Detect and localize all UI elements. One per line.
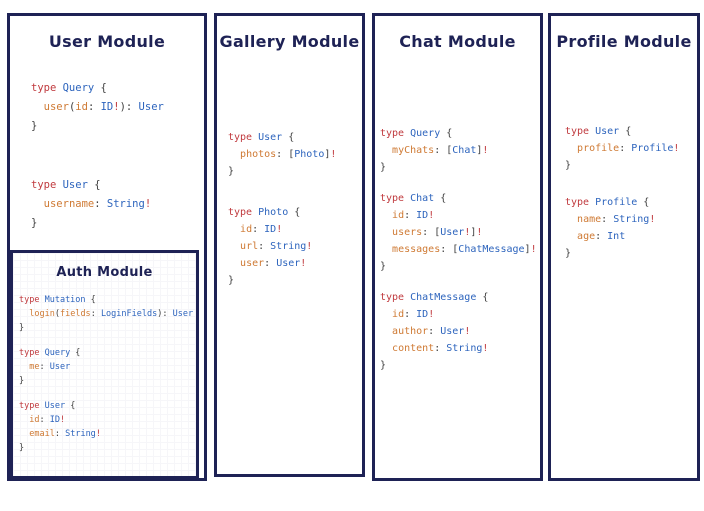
code-line: } [380,162,387,173]
code-snippet: type Mutation { login(fields: LoginField… [19,293,196,335]
code-line: age: Int [577,231,626,242]
code-line: users: [User!]! [392,227,483,238]
code-line: id: ID! [392,309,435,320]
module-title: Gallery Module [219,32,360,51]
code-line: type Query { [380,128,453,139]
code-line: type Query { [31,82,107,94]
code-line: profile: Profile! [577,143,680,154]
code-line: type Mutation { [19,295,96,305]
code-line: } [565,160,572,171]
code-line: myChats: [Chat]! [392,145,489,156]
code-snippet: type Profile { name: String! age: Int} [565,194,697,262]
code-line: } [19,323,25,333]
code-line: type User { [19,401,76,411]
code-line: id: ID! [392,210,435,221]
code-line: login(fields: LoginFields): User [29,309,194,319]
code-line: } [31,217,38,229]
code-line: email: String! [29,429,101,439]
code-snippet: type ChatMessage { id: ID! author: User!… [380,289,540,374]
module-title: Auth Module [56,265,153,280]
code-line: id: ID! [29,415,66,425]
code-line: author: User! [392,326,471,337]
code-snippet: type User { username: String!} [31,176,204,233]
code-block-auth: type Mutation { login(fields: LoginField… [13,293,196,455]
code-snippet: type Query { user(id: ID!): User} [31,79,204,136]
module-card-profile: Profile Module type User { profile: Prof… [548,13,700,481]
code-line: } [380,360,387,371]
code-line: photos: [Photo]! [240,149,337,160]
code-line: username: String! [43,198,152,210]
code-snippet: type Query { me: User} [19,346,196,388]
module-card-chat: Chat Module type Query { myChats: [Chat]… [372,13,543,481]
code-block-profile: type User { profile: Profile!}type Profi… [551,123,697,262]
code-snippet: type Photo { id: ID! url: String! user: … [228,204,362,289]
code-line: id: ID! [240,224,283,235]
module-title: User Module [48,32,166,51]
code-line: user: User! [240,258,307,269]
code-snippet: type User { id: ID! email: String!} [19,399,196,455]
code-line: } [19,376,25,386]
code-line: type User { [31,179,101,191]
code-line: type Photo { [228,207,301,218]
code-line: type Chat { [380,193,447,204]
code-snippet: type User { profile: Profile!} [565,123,697,174]
code-line: name: String! [577,214,656,225]
module-card-auth: Auth Module type Mutation { login(fields… [10,250,199,479]
module-title: Profile Module [556,32,692,51]
code-line: user(id: ID!): User [43,101,164,113]
code-line: type User { [565,126,632,137]
code-line: content: String! [392,343,489,354]
code-line: } [565,248,572,259]
code-line: } [228,275,235,286]
code-block-gallery: type User { photos: [Photo]!}type Photo … [217,129,362,289]
code-line: type Profile { [565,197,650,208]
code-line: type ChatMessage { [380,292,489,303]
code-snippet: type Chat { id: ID! users: [User!]! mess… [380,190,540,275]
code-line: messages: [ChatMessage]! [392,244,537,255]
code-line: type User { [228,132,295,143]
code-block-user: type Query { user(id: ID!): User}type Us… [10,79,204,233]
code-line: } [31,120,38,132]
code-line: } [228,166,235,177]
module-title: Chat Module [399,32,516,51]
code-block-chat: type Query { myChats: [Chat]!}type Chat … [375,125,540,374]
code-snippet: type User { photos: [Photo]!} [228,129,362,180]
code-line: } [380,261,387,272]
code-line: url: String! [240,241,313,252]
code-line: type Query { [19,348,81,358]
module-card-gallery: Gallery Module type User { photos: [Phot… [214,13,365,477]
code-snippet: type Query { myChats: [Chat]!} [380,125,540,176]
code-line: } [19,443,25,453]
code-line: me: User [29,362,71,372]
